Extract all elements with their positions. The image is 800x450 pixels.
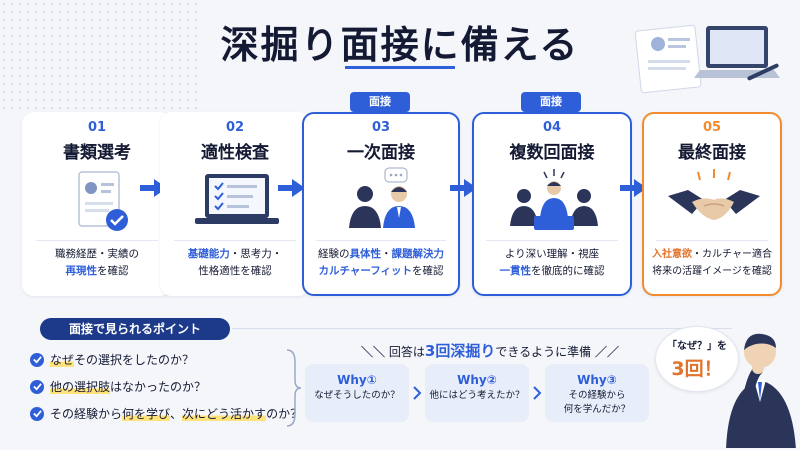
why-text: 他にはどう考えたか？ [429,390,525,401]
step-name: 複数回面接 [509,143,595,163]
handshake-icon [668,169,760,220]
thinking-businessman-illustration [726,333,796,448]
chevron-right-icon [413,386,422,400]
brace-bracket [286,349,302,427]
step-3-interview-tag: 面接 [350,92,410,112]
why-header: ＼＼ 回答は3回深掘りできるように準備 ／／ [361,342,619,360]
why-text: なぜそうしたのか？ [314,390,400,401]
arrow-right-icon [620,179,647,197]
why-card-1: Why① なぜそうしたのか？ [305,364,409,422]
step-number: 04 [542,120,562,135]
step-description: より深い理解・視座 一貫性を徹底的に確認 [499,248,605,277]
why-label: Why② [457,373,497,387]
step-name: 最終面接 [678,143,746,163]
step-number: 01 [87,120,107,135]
divider [316,240,446,241]
step-number: 02 [225,120,245,135]
point-item: その経験から何を学び、次にどう活かすのか？ [30,405,302,422]
why-card-2: Why② 他にはどう考えたか？ [425,364,529,422]
point-item: なぜその選択をしたのか？ [30,351,194,368]
points-title: 面接で見られるポイント [40,318,230,340]
step-description: 基礎能力・思考力・ 性格適性を確認 [187,248,283,277]
step-card-2: 02 適性検査 基礎能力・思考力・ 性格適性を確認 [160,112,310,296]
step-name: 適性検査 [201,143,269,163]
arrow-right-icon [450,179,477,197]
check-icon [30,352,44,367]
arrow-right-icon [278,179,305,197]
why-text: その経験から [568,390,626,401]
step-description: 入社意欲・カルチャー適合 将来の活躍イメージを確認 [652,249,772,277]
section-rule [232,328,732,329]
laptop-document-illustration [634,24,780,94]
step-card-5: 05 最終面接 入社意欲・カルチャー適合 将来の活躍イメージを確認 [642,112,782,296]
step-description: 経験の具体性・課題解決力 カルチャーフィットを確認 [318,248,444,277]
title-underline [345,66,455,69]
two-person-interview-icon [349,167,415,228]
chevron-right-icon [533,386,542,400]
why-label: Why③ [577,373,617,387]
step-number: 05 [702,120,722,135]
document-check-icon [78,171,128,231]
step-name: 書類選考 [63,143,131,163]
panel-interview-icon [510,169,598,230]
why-label: Why① [337,373,377,387]
speech-bubble: 「なぜ？」を 3回！ [655,326,739,392]
dot-pattern [0,0,200,110]
divider [174,240,296,241]
divider [486,240,618,241]
check-icon [30,379,44,394]
step-card-1: 01 書類選考 職務経歴・実績の 再現性を確認 [22,112,172,296]
why-card-3: Why③ その経験から 何を学んだか？ [545,364,649,422]
page-title: 深掘り面接に備える [220,23,580,67]
laptop-checklist-icon [195,174,279,224]
step-description: 職務経歴・実績の 再現性を確認 [55,248,139,277]
step-card-3: 03 一次面接 経験の具体性・課題解決力 カルチャーフィットを確認 [302,112,460,296]
point-item: 他の選択肢はなかったのか？ [30,378,206,395]
step-4-interview-tag: 面接 [521,92,581,112]
divider [36,240,158,241]
step-number: 03 [371,120,391,135]
divider [656,240,768,241]
check-icon [30,406,44,421]
step-name: 一次面接 [347,143,415,163]
why-text: 何を学んだか？ [563,404,631,415]
step-card-4: 04 複数回面接 より深い理解・視座 一貫性を徹底的に確認 [472,112,632,296]
